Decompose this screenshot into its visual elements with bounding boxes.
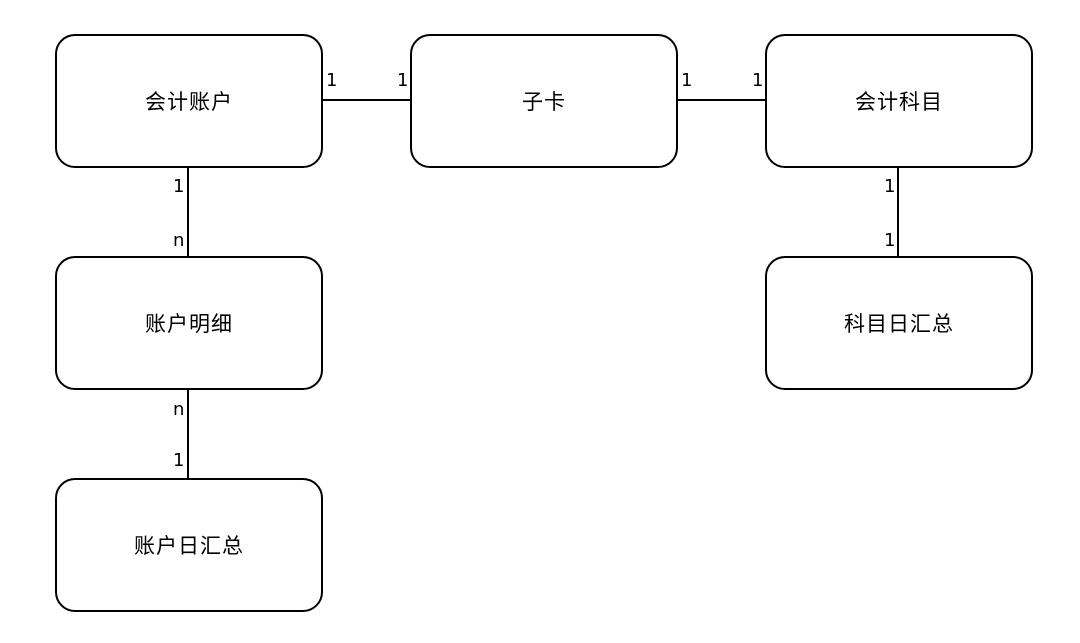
cardinality-label: 1 <box>884 230 896 251</box>
connector-zhanghu-mingxi-zhanghu-rihuizong <box>187 390 189 478</box>
connector-kuaiji-kemu-kemu-rihuizong <box>897 168 899 256</box>
connector-zika-kuaiji-kemu <box>678 99 765 101</box>
entity-label: 账户日汇总 <box>134 534 244 558</box>
cardinality-label: 1 <box>752 70 764 91</box>
connector-kuaiji-zhanghu-zhanghu-mingxi <box>187 168 189 256</box>
cardinality-label: 1 <box>397 70 409 91</box>
connector-kuaiji-zhanghu-zika <box>323 99 410 101</box>
entity-kuaiji-zhanghu[interactable]: 会计账户 <box>55 34 323 168</box>
entity-label: 会计科目 <box>855 90 943 114</box>
entity-label: 账户明细 <box>145 312 233 336</box>
entity-zika[interactable]: 子卡 <box>410 34 678 168</box>
entity-label: 科目日汇总 <box>844 312 954 336</box>
cardinality-label: 1 <box>681 70 693 91</box>
cardinality-label: 1 <box>884 176 896 197</box>
cardinality-label: 1 <box>173 450 185 471</box>
cardinality-label: 1 <box>173 176 185 197</box>
entity-label: 会计账户 <box>145 90 233 114</box>
entity-label: 子卡 <box>522 90 566 114</box>
cardinality-label: 1 <box>326 70 338 91</box>
cardinality-label: n <box>173 230 185 251</box>
cardinality-label: n <box>173 399 185 420</box>
entity-zhanghu-rihuizong[interactable]: 账户日汇总 <box>55 478 323 612</box>
entity-kuaiji-kemu[interactable]: 会计科目 <box>765 34 1033 168</box>
entity-kemu-rihuizong[interactable]: 科目日汇总 <box>765 256 1033 390</box>
entity-zhanghu-mingxi[interactable]: 账户明细 <box>55 256 323 390</box>
